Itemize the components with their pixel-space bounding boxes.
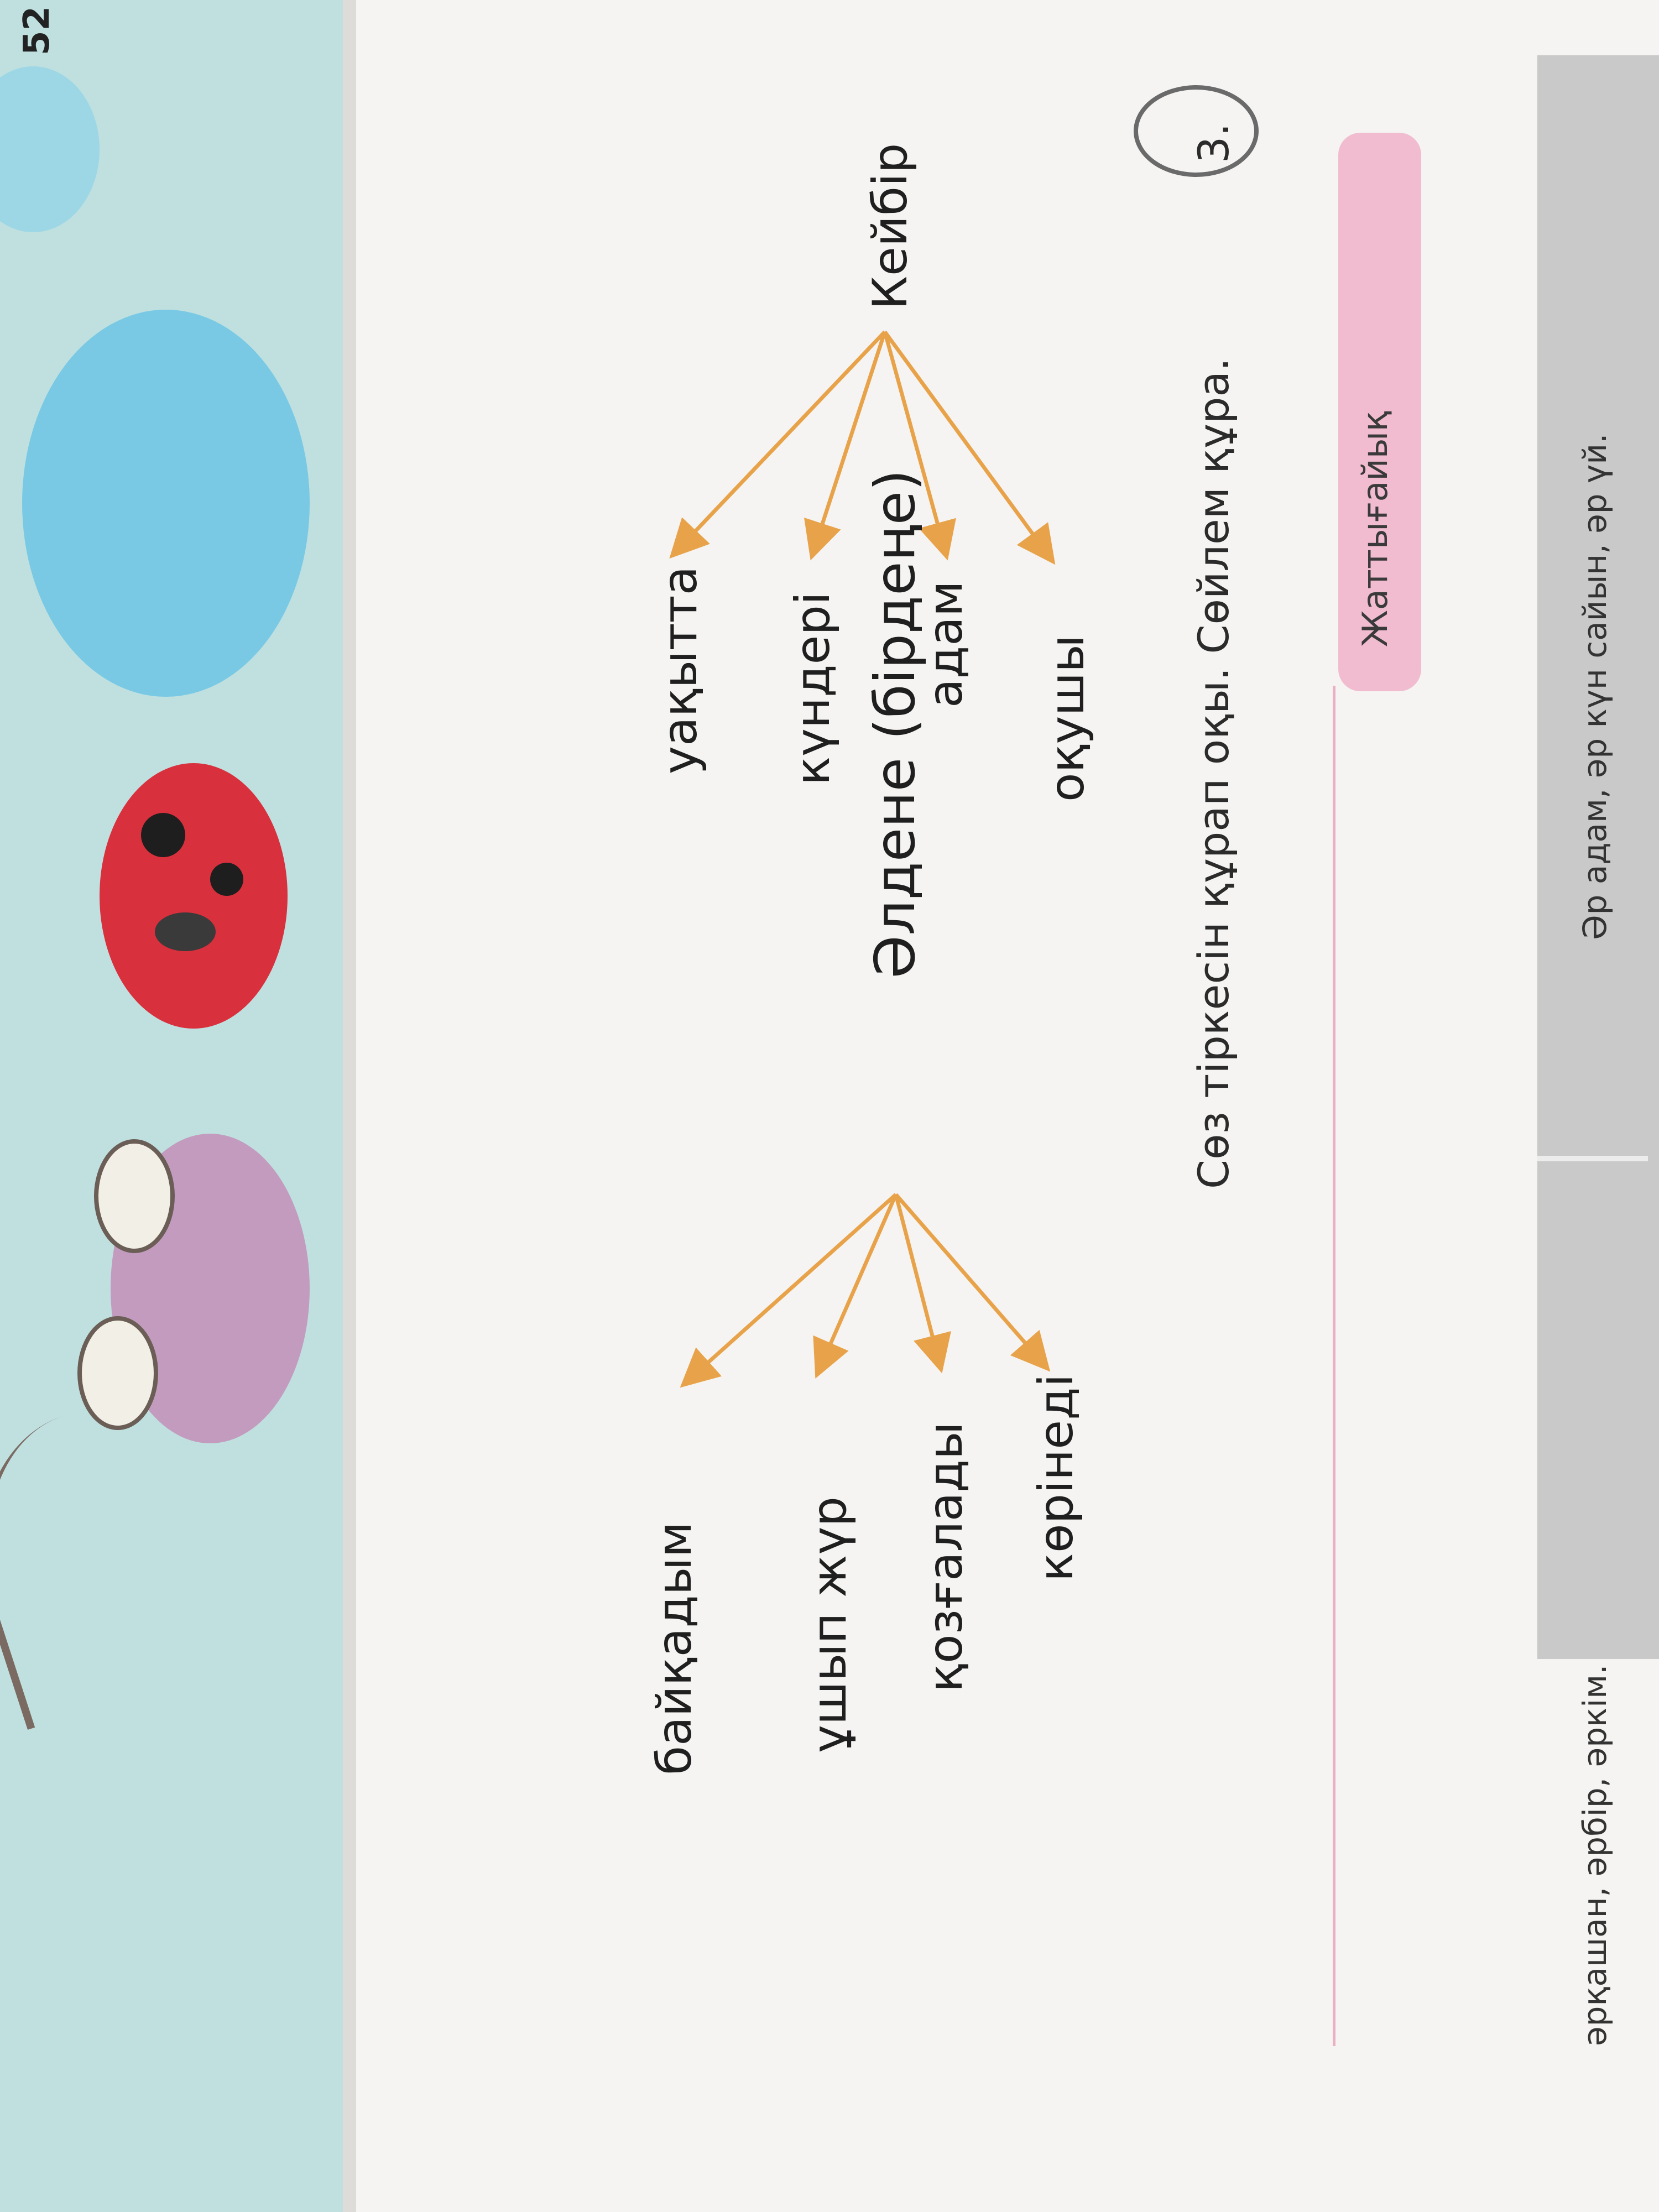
branch-word: байқадым — [647, 1521, 702, 1775]
branch-word: көрінеді — [1029, 1374, 1084, 1582]
root-word: Кейбір — [863, 143, 918, 310]
branch-word: күндері — [785, 592, 841, 785]
fabric-spot — [22, 310, 310, 697]
branch-word: оқушы — [1040, 634, 1095, 802]
diagram-arrow — [883, 330, 1056, 565]
ladybug-body — [100, 763, 288, 1029]
diagram-arrow — [804, 331, 887, 561]
diagram-arrow — [883, 331, 956, 561]
ladybug-eye — [94, 1139, 175, 1253]
book-page — [343, 0, 1659, 2212]
branch-word: қозғалады — [918, 1422, 973, 1692]
ladybug-spot — [210, 863, 243, 896]
root-word: Әлдене (бірдеңе) — [863, 469, 927, 979]
diagram-arrow — [813, 1193, 898, 1379]
ladybug-spot — [155, 912, 216, 951]
ladybug-eye — [77, 1316, 158, 1430]
diagram-arrow — [680, 1193, 898, 1388]
diagram-arrow — [894, 1193, 1051, 1372]
ladybug-spot — [141, 813, 185, 857]
diagram-arrow — [894, 1194, 951, 1374]
diagram-arrow — [669, 330, 886, 559]
branch-word: ұшып жүр — [802, 1496, 857, 1753]
branch-word: уақытта — [653, 566, 708, 774]
